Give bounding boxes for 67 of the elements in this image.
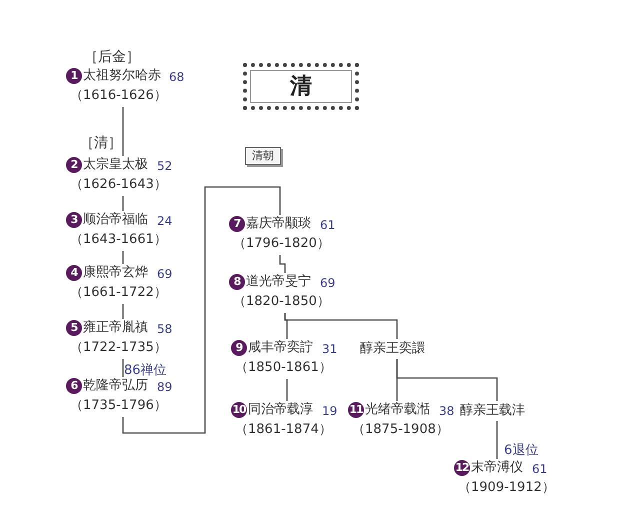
age-label: 61 (320, 217, 336, 234)
emperor-name: 雍正帝胤禛 (83, 319, 148, 337)
tag-box: 清朝 (245, 147, 281, 165)
age-label: 38 (439, 403, 454, 420)
age-label: 69 (320, 275, 336, 292)
reign-years: （1661-1722） (70, 284, 167, 302)
reign-years: （1616-1626） (70, 87, 167, 105)
emperor-name: 同治帝载淳 (248, 401, 313, 419)
connector-line (122, 196, 124, 211)
number-badge: 7 (229, 216, 245, 232)
emperor-name: 康熙帝玄烨 (83, 264, 148, 282)
age-label: 19 (322, 403, 338, 420)
emperor-name: 道光帝旻宁 (246, 273, 311, 291)
number-badge: 10 (231, 402, 247, 418)
number-badge: 8 (229, 274, 245, 290)
connector-line (396, 359, 498, 401)
age-label: 69 (157, 266, 172, 283)
emperor-name: 乾隆帝弘历 (83, 377, 148, 395)
emperor-name: 嘉庆帝颙琰 (246, 215, 311, 233)
number-badge: 9 (231, 340, 247, 356)
age-label: 31 (322, 341, 338, 358)
number-badge: 11 (348, 402, 364, 418)
emperor-name: 末帝溥仪 (471, 459, 523, 477)
connector-line (122, 186, 281, 434)
number-badge: 12 (454, 460, 470, 476)
number-badge: 3 (66, 212, 82, 228)
number-badge: 2 (66, 157, 82, 173)
emperor-name: 太宗皇太极 (83, 156, 148, 174)
reign-years: （1796-1820） (233, 235, 330, 253)
number-badge: 5 (66, 320, 82, 336)
reign-note: 6退位 (504, 443, 538, 459)
connector-line (284, 313, 398, 339)
connector-line (122, 251, 124, 264)
emperor-name: 顺治帝福临 (83, 211, 148, 229)
prince-name: 醇亲王奕譞 (360, 339, 444, 359)
age-label: 89 (157, 379, 172, 396)
reign-years: （1909-1912） (458, 479, 555, 497)
emperor-name: 光绪帝载湉 (365, 401, 430, 419)
reign-years: （1820-1850） (233, 293, 330, 311)
age-label: 61 (532, 461, 548, 478)
number-badge: 4 (66, 265, 82, 281)
age-label: 58 (157, 321, 172, 338)
era-label: ［后金］ (84, 48, 140, 66)
connector-line (122, 304, 124, 319)
reign-note: 86禅位 (124, 363, 167, 378)
connector-line (279, 255, 286, 273)
reign-years: （1735-1796） (70, 397, 167, 415)
connector-line (496, 421, 498, 459)
age-label: 52 (157, 158, 172, 175)
number-badge: 1 (66, 68, 82, 84)
number-badge: 6 (66, 378, 82, 394)
emperor-name: 太祖努尔哈赤 (83, 67, 161, 85)
reign-years: （1861-1874） (235, 421, 332, 439)
age-label: 24 (157, 213, 172, 230)
era-label: ［清］ (80, 134, 122, 152)
age-label: 68 (169, 69, 184, 86)
reign-years: （1850-1861） (235, 359, 332, 377)
connector-line (286, 379, 288, 401)
reign-years: （1643-1661） (70, 231, 167, 249)
title-box: 清 (243, 63, 359, 110)
connector-line (122, 359, 124, 377)
reign-years: （1722-1735） (70, 339, 167, 357)
reign-years: （1626-1643） (70, 176, 167, 194)
emperor-name: 咸丰帝奕詝 (248, 339, 313, 357)
reign-years: （1875-1908） (352, 421, 449, 439)
prince-name: 醇亲王载沣 (460, 401, 544, 421)
connector-line (122, 107, 124, 156)
